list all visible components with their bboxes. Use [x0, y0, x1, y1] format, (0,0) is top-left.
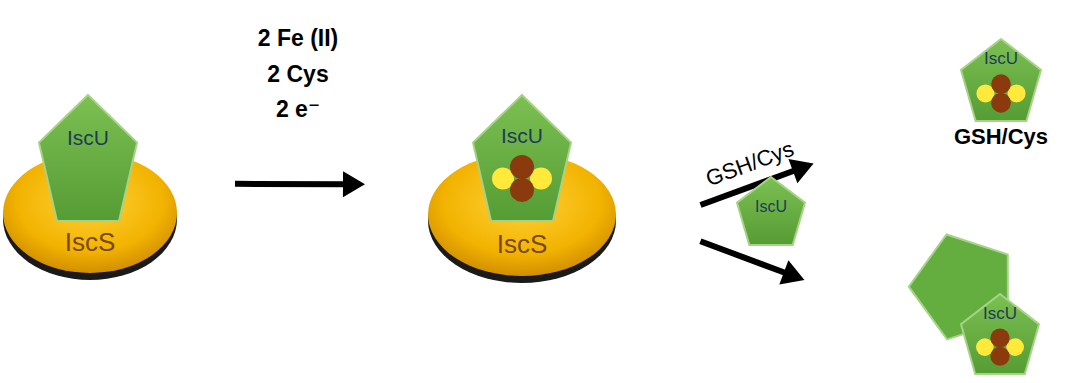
iscs-protein: IscSIscU [2, 148, 178, 280]
protein-name: IscS [65, 228, 116, 257]
reagent-label: 2 Cys [267, 62, 328, 87]
iscu-protein: IscU [38, 94, 138, 222]
protein-pentagon [38, 94, 138, 222]
iscu-protein: IscU [736, 176, 806, 246]
protein-name: IscS [497, 230, 548, 259]
reaction-arrow [700, 241, 787, 274]
iron-atom [991, 74, 1011, 94]
arrow-head [788, 159, 813, 183]
arrow-head [343, 171, 365, 197]
iron-atom [991, 93, 1011, 113]
protein-name: IscU [755, 198, 787, 216]
protein-pentagon [472, 94, 572, 222]
protein-name: IscU [983, 305, 1017, 324]
protein-name: IscU [501, 124, 543, 147]
iscu-protein: IscU [472, 94, 572, 222]
reagent-label: 2 e⁻ [276, 97, 320, 122]
iron-atom [510, 155, 534, 179]
iscs-protein: IscSIscU [427, 148, 617, 283]
iron-atom [510, 178, 534, 202]
reagent-label: 2 Fe (II) [258, 26, 339, 51]
iscu-protein: IscUGSH/Cys [960, 38, 1042, 150]
arrow-label: GSH/Cys [702, 136, 796, 190]
protein-name: IscU [984, 50, 1018, 69]
iscu-protein: IscU [960, 293, 1040, 375]
ligand-name: GSH/Cys [954, 125, 1048, 149]
protein-name: IscU [67, 126, 109, 149]
arrow-head [779, 260, 804, 284]
reaction-arrow [235, 181, 347, 187]
iron-atom [990, 328, 1009, 347]
iron-atom [990, 347, 1009, 366]
